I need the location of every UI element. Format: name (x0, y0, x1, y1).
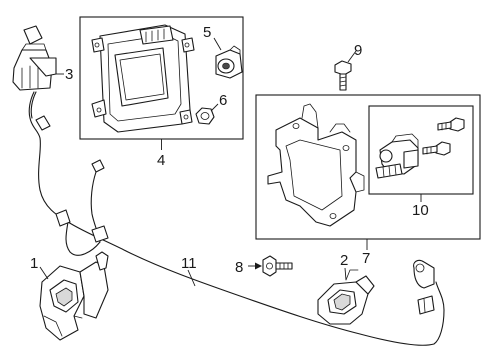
control-module (91, 24, 195, 133)
callout-7: 7 (362, 250, 370, 267)
part-11-wire-harness (28, 91, 445, 346)
part-10-sensor-assembly (375, 133, 419, 179)
arrow-8 (255, 262, 262, 270)
callout-8: 8 (235, 259, 243, 276)
leader-6 (210, 103, 219, 112)
part-6-nut (195, 107, 215, 125)
part-10-bolt-lower (422, 141, 451, 156)
part-1-sensor (39, 251, 109, 341)
part-8-screw (262, 255, 293, 277)
leader-1 (39, 266, 49, 280)
leader-5 (213, 37, 222, 51)
callout-6: 6 (219, 92, 227, 109)
callout-11: 11 (181, 255, 197, 272)
callout-2: 2 (340, 252, 348, 269)
callout-4: 4 (157, 152, 165, 169)
part-9-bolt (334, 60, 352, 91)
leader-2 (344, 267, 347, 281)
callout-9: 9 (354, 42, 362, 59)
mounting-bracket (267, 103, 365, 227)
leader-9 (347, 50, 357, 63)
group-box-7 (255, 94, 481, 240)
callout-3: 3 (65, 66, 73, 83)
part-10-bolt-upper (437, 117, 465, 132)
part-2-sensor (317, 269, 375, 325)
callout-10: 10 (412, 202, 429, 219)
part-3-connector (12, 25, 57, 91)
callout-1: 1 (30, 255, 38, 272)
leader-11 (187, 269, 196, 287)
part-5-socket (215, 45, 243, 79)
callout-5: 5 (203, 24, 211, 41)
